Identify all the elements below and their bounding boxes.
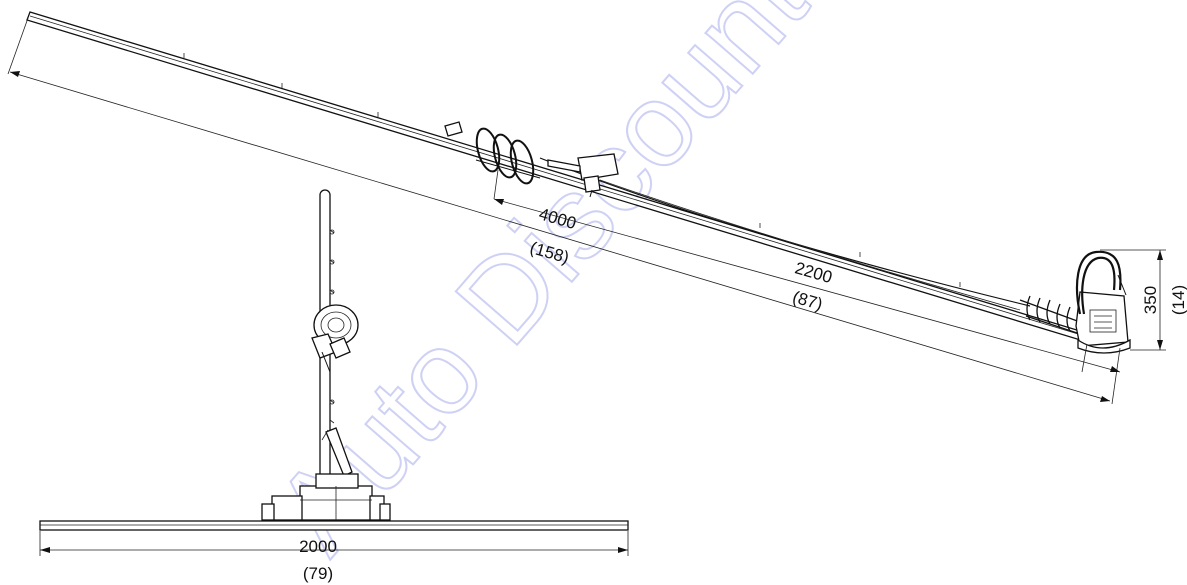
side-view-screed	[26, 11, 1131, 354]
dim-350-mm: 350	[1141, 286, 1160, 314]
handle-loop	[1075, 250, 1127, 315]
dim-2000-in: (79)	[303, 564, 333, 583]
middle-clamp	[547, 153, 619, 198]
dim-2200-in: (87)	[790, 287, 824, 314]
spring-coils	[475, 127, 541, 185]
engine-head	[1075, 291, 1131, 354]
dimension-head-height	[1100, 249, 1166, 351]
dim-350-in: (14)	[1169, 285, 1187, 315]
dimension-beam-total	[7, 17, 1121, 405]
bellows	[1019, 295, 1087, 337]
dim-2000-mm: 2000	[299, 537, 337, 556]
front-view-screed	[39, 189, 629, 531]
screed-blade	[39, 520, 629, 531]
dimension-screed-width	[39, 531, 629, 556]
dimension-beam-segment	[493, 169, 1121, 373]
base-mount	[261, 473, 391, 521]
motor-unit	[311, 304, 359, 373]
